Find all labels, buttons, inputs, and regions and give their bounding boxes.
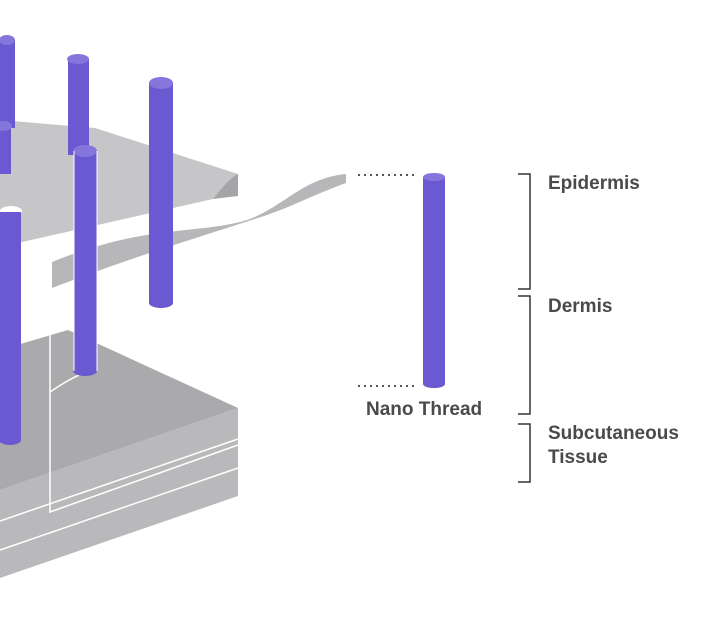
nano-thread-standalone xyxy=(423,173,445,388)
base-block xyxy=(0,238,239,578)
subcutaneous-bracket xyxy=(518,423,531,483)
nano-threads-group xyxy=(0,35,173,445)
epidermis-label: Epidermis xyxy=(548,173,640,194)
subcutaneous-label: Subcutaneous Tissue xyxy=(548,423,679,468)
dermis-sheet xyxy=(52,174,346,288)
nano-thread-label: Nano Thread xyxy=(366,399,483,420)
dermis-label: Dermis xyxy=(548,296,613,317)
epidermis-sheet xyxy=(0,120,238,247)
dermis-bracket xyxy=(518,295,531,415)
epidermis-bracket xyxy=(518,173,531,290)
